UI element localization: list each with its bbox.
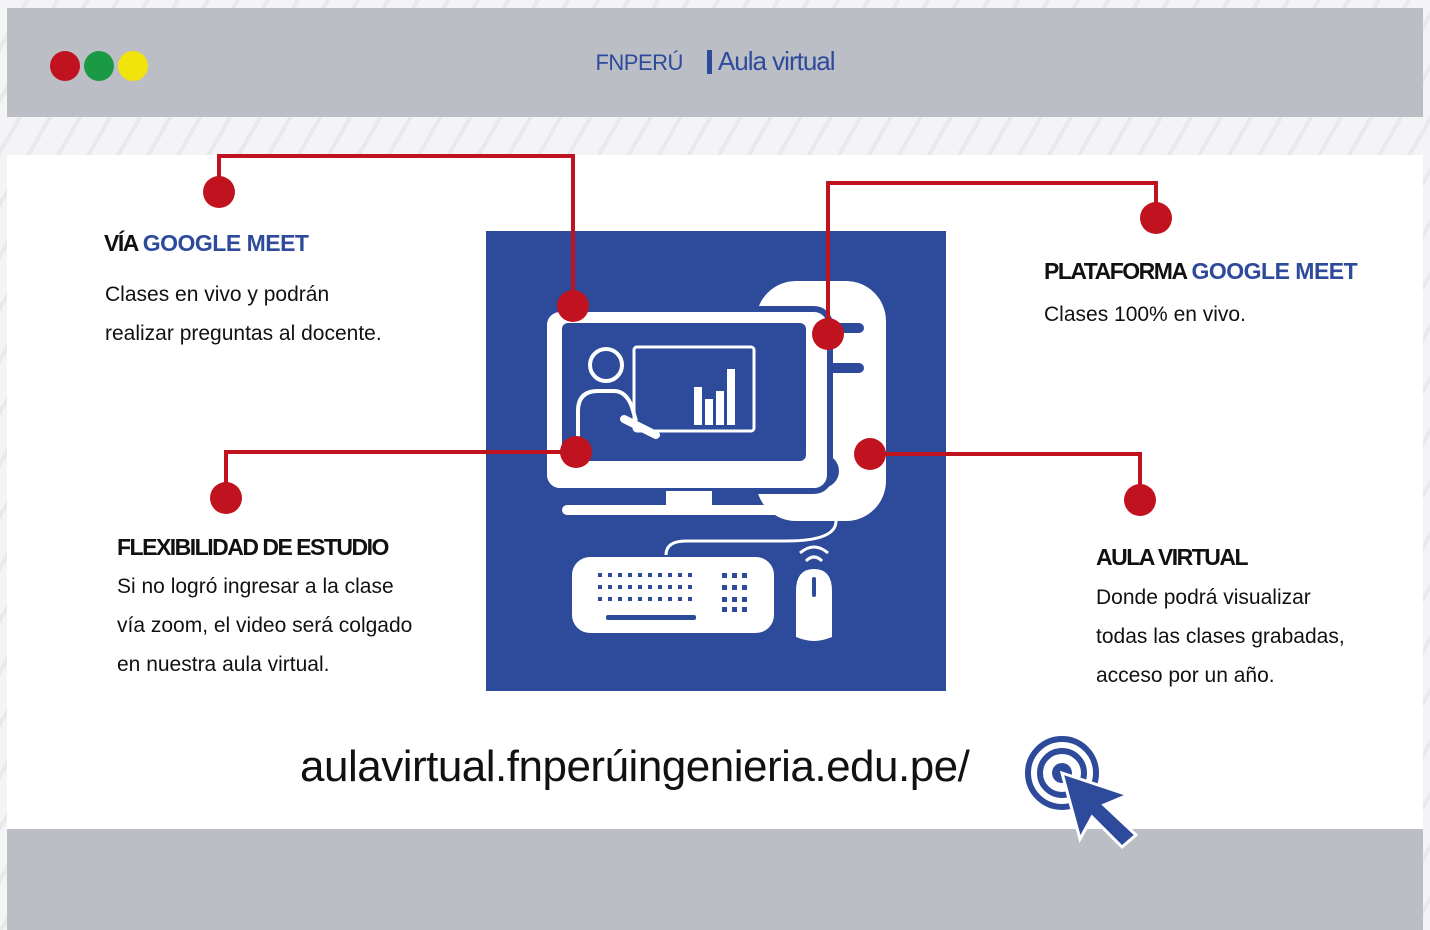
brand-name: FNPERÚ <box>595 50 683 75</box>
heading-highlight: GOOGLE MEET <box>1191 258 1358 284</box>
connector-dot <box>560 436 592 468</box>
maximize-dot[interactable] <box>84 51 114 81</box>
connector-dot <box>854 438 886 470</box>
aula-url-link[interactable]: aulavirtual.fnperúingenieria.edu.pe/ <box>300 742 970 791</box>
feature-body-via: Clases en vivo y podrán realizar pregunt… <box>105 283 382 345</box>
wireless-mouse-icon <box>796 545 832 641</box>
title-bar: FNPERÚ Aula virtual <box>7 8 1423 117</box>
heading-prefix: AULA VIRTUAL <box>1096 544 1249 570</box>
feature-body-plataforma: Clases 100% en vivo. <box>1044 303 1246 326</box>
feature-heading-via: VÍA GOOGLE MEET <box>104 230 309 257</box>
minimize-dot[interactable] <box>118 51 148 81</box>
heading-prefix: FLEXIBILIDAD DE ESTUDIO <box>117 534 389 560</box>
feature-heading-flexibilidad: FLEXIBILIDAD DE ESTUDIO <box>117 534 389 561</box>
connector-dot <box>557 290 589 322</box>
feature-heading-aula: AULA VIRTUAL <box>1096 544 1249 571</box>
connector-dot <box>1140 202 1172 234</box>
feature-body-flexibilidad: Si no logró ingresar a la clase vía zoom… <box>117 575 413 676</box>
computer-teacher-icon <box>541 281 886 641</box>
window-subtitle: Aula virtual <box>717 46 836 76</box>
heading-prefix: PLATAFORMA <box>1044 258 1188 284</box>
connector-dot <box>1124 484 1156 516</box>
connector-dot <box>812 318 844 350</box>
connector-dot <box>203 176 235 208</box>
feature-heading-plataforma: PLATAFORMA GOOGLE MEET <box>1044 258 1358 285</box>
feature-body-aula: Donde podrá visualizar todas las clases … <box>1096 586 1345 687</box>
click-cursor-icon <box>1025 736 1139 850</box>
heading-prefix: VÍA <box>104 230 139 256</box>
window-title: FNPERÚ Aula virtual <box>7 46 1423 77</box>
heading-highlight: GOOGLE MEET <box>142 230 309 256</box>
title-separator <box>706 50 712 74</box>
close-dot[interactable] <box>50 51 80 81</box>
footer-bar <box>7 829 1423 930</box>
connector-dot <box>210 482 242 514</box>
